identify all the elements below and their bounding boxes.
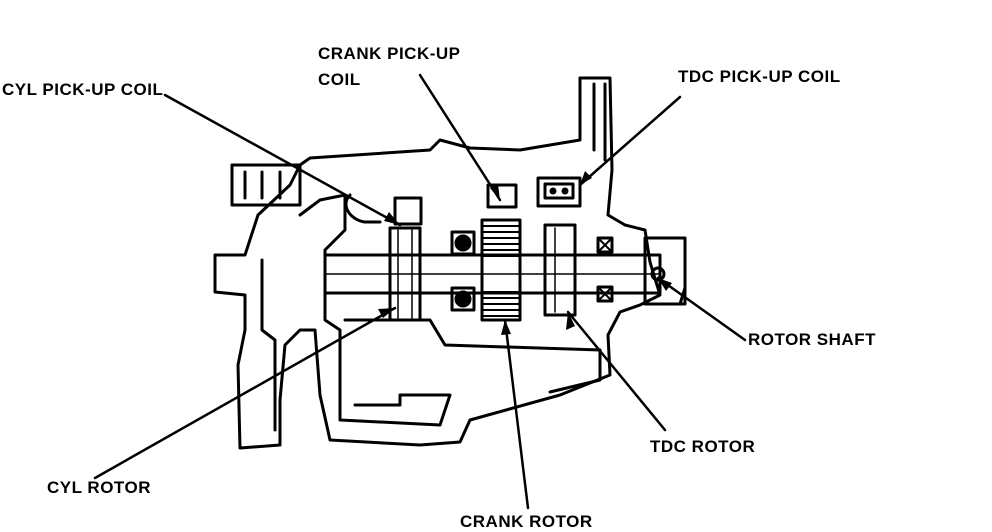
bearing-right-bottom [596,285,614,303]
label-cyl-pickup-coil: CYL PICK-UP COIL [2,80,164,99]
bearing-left-bottom [450,286,476,312]
crank-rotor-body [480,218,522,322]
tdc-rotor-body [543,223,577,317]
inner-wall-left [260,193,452,432]
top-port [578,76,607,162]
shaft-end [643,236,687,306]
label-crank-rotor: CRANK ROTOR [460,512,593,531]
label-tdc-pickup-coil: TDC PICK-UP COIL [678,67,841,86]
cyl-rotor-body [388,226,422,322]
tdc-pickup-coil-box [536,176,582,208]
label-tdc-rotor: TDC ROTOR [650,437,756,456]
leader-lines [93,73,747,510]
inner-wall-bottom [343,318,602,394]
cyl-pickup-coil-box [393,196,423,226]
label-cyl-rotor: CYL ROTOR [47,478,151,497]
arrowheads [378,171,672,335]
crank-rotor-teeth [481,225,521,317]
bearing-right-top [596,236,614,254]
crank-pickup-coil-box [486,183,518,209]
left-cap [230,163,302,207]
label-rotor-shaft: ROTOR SHAFT [748,330,876,349]
label-crank-pickup-coil-line2: COIL [318,70,361,89]
left-cap-inner [243,170,282,200]
bearing-left-top [450,230,476,256]
label-crank-pickup-coil-line1: CRANK PICK-UP [318,44,461,63]
